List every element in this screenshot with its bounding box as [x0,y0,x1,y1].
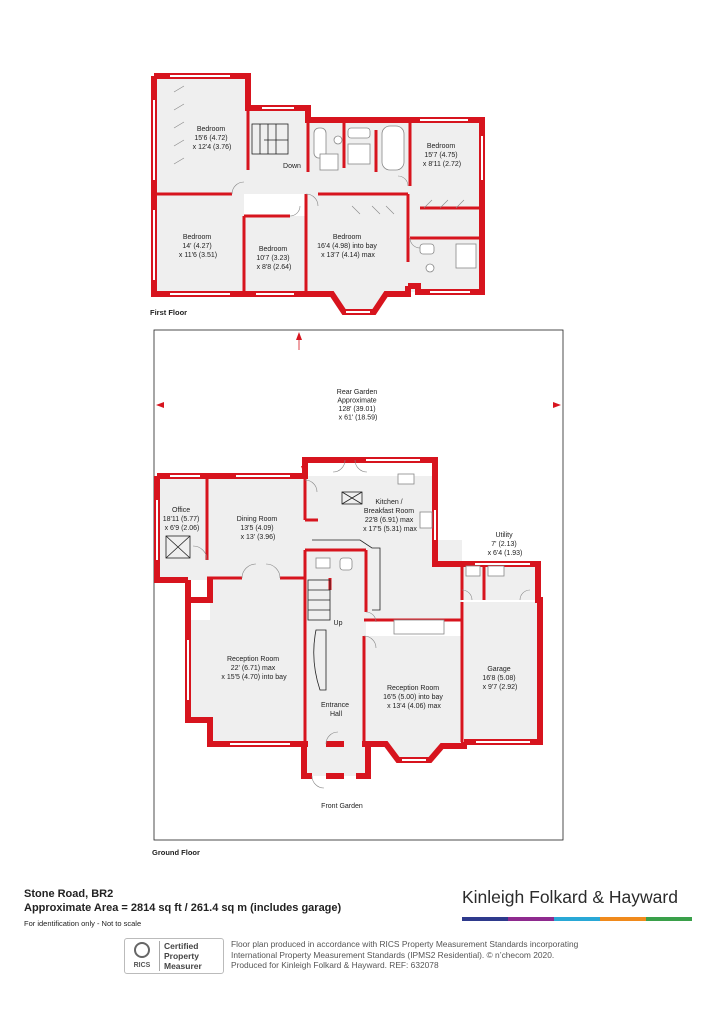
bedroom-5-dim-2: x 13'7 (4.14) max [321,252,375,259]
reception-2-name: Reception Room [387,685,439,692]
svg-text:Kitchen / Breakfast Room: Kitchen / Breakfast Room 22'8 (6.91) max… [363,499,417,533]
svg-text:Bedroom 16'4 (4.98) into: Bedroom 16'4 (4.98) into bay x 13'7 (4.1… [317,234,379,259]
ground-floor-label: Ground Floor [152,848,200,857]
agent-brand-name: Kinleigh Folkard & Hayward [462,887,678,907]
disclaimer-line-3: Produced for Kinleigh Folkard & Hayward.… [231,960,439,970]
svg-text:Office 18'11 (5.77): Office 18'11 (5.77) x 6'9 (2.06) [163,507,202,532]
hall-name: Entrance [321,702,349,709]
front-garden-label: Front Garden [321,803,363,810]
stairs-up-label: Up [334,620,343,627]
rics-badge-line-1: Certified [164,941,199,951]
reception-1-dim-1: 22' (6.71) max [231,665,276,672]
rics-seal-icon [134,942,150,958]
svg-text:Utility 7' (2.13): Utility 7' (2.13) x 6'4 (1.93) [488,532,523,557]
svg-text:Dining Room 13'5 (4.09): Dining Room 13'5 (4.09) x 13' (3.96) [237,516,279,541]
brand-bar-2 [508,917,554,921]
bedroom-3-dim-2: x 11'6 (3.51) [179,252,217,259]
brand-bar-5 [646,917,692,921]
reception-2-dim-1: 16'5 (5.00) into bay [383,694,443,701]
bedroom-2-dim-2: x 8'11 (2.72) [423,161,461,168]
reception-1-dim-2: x 15'5 (4.70) into bay [221,674,287,681]
rear-garden-dim-2: 128' (39.01) [338,406,375,413]
rics-badge: RICS Certified Property Measurer [124,938,224,974]
dining-name: Dining Room [237,516,278,523]
svg-text:Bedroom 15'6 (4.72): Bedroom 15'6 (4.72) x 12'4 (3.76) [193,126,232,151]
disclaimer-line-1: Floor plan produced in accordance with R… [231,939,579,949]
bedroom-5-name: Bedroom [333,234,362,241]
plot-boundary [153,329,564,841]
brand-bar-3 [554,917,600,921]
disclaimer-line-2: International Property Measurement Stand… [231,949,555,960]
office-name: Office [172,507,190,514]
dining-dim-2: x 13' (3.96) [241,534,276,541]
svg-text:Bedroom 10'7 (3.23): Bedroom 10'7 (3.23) x 8'8 (2.64) [256,246,291,271]
rics-badge-line-2: Property [164,951,199,961]
dining-dim-1: 13'5 (4.09) [240,525,273,532]
svg-text:Entrance Hall: Entrance Hall [321,702,351,718]
reception-2-dim-2: x 13'4 (4.06) max [387,703,441,710]
kitchen-name-2: Breakfast Room [364,508,414,515]
disclaimer: Floor plan produced in accordance with R… [231,939,611,971]
bedroom-2-name: Bedroom [427,143,456,150]
arrow-north [296,332,302,340]
svg-text:Bedroom 15'7 (4.75): Bedroom 15'7 (4.75) x 8'11 (2.72) [423,143,461,168]
rics-logo: RICS [125,942,159,970]
bedroom-2-dim-1: 15'7 (4.75) [424,152,457,159]
property-info: Stone Road, BR2 Approximate Area = 2814 … [24,887,341,928]
scale-note: For identification only - Not to scale [24,919,142,928]
bedroom-5-dim-1: 16'4 (4.98) into bay [317,243,377,250]
svg-text:Reception Room 22' (6.71: Reception Room 22' (6.71) max x 15'5 (4.… [221,656,287,681]
svg-text:Rear Garden Approximate: Rear Garden Approximate 128' (39.01) x 6… [337,389,379,422]
kitchen-dim-2: x 17'5 (5.31) max [363,526,417,533]
kitchen-name: Kitchen / [375,499,402,506]
bedroom-4-dim-1: 10'7 (3.23) [256,255,289,262]
rics-logo-text: RICS [133,962,151,969]
svg-text:Bedroom 14' (4.27): Bedroom 14' (4.27) x 11'6 (3.51) [179,234,217,259]
office-dim-2: x 6'9 (2.06) [165,525,200,532]
hall-name-2: Hall [330,711,343,718]
bedroom-3-name: Bedroom [183,234,212,241]
first-floor-plan: Bedroom 15'6 (4.72) x 12'4 (3.76) Bedroo… [150,73,485,317]
office-dim-1: 18'11 (5.77) [163,516,200,523]
bedroom-3-dim-1: 14' (4.27) [182,243,211,250]
rics-badge-line-3: Measurer [164,961,202,971]
utility-dim-2: x 6'4 (1.93) [488,550,523,557]
rear-garden-dim-1: Approximate [337,398,376,405]
brand-bar-4 [600,917,646,921]
utility-name: Utility [495,532,513,539]
rics-badge-text: Certified Property Measurer [159,941,202,971]
rear-garden-name: Rear Garden [337,389,378,396]
brand-bar-1 [462,917,508,921]
svg-text:Reception Room 16'5 (5.0: Reception Room 16'5 (5.00) into bay x 13… [383,685,445,710]
first-floor-label: First Floor [150,308,187,317]
garage-dim-2: x 9'7 (2.92) [483,684,518,691]
property-address: Stone Road, BR2 [24,888,114,900]
bedroom-4-dim-2: x 8'8 (2.64) [257,264,292,271]
bedroom-1-dim-2: x 12'4 (3.76) [193,144,232,151]
bedroom-1-dim-1: 15'6 (4.72) [194,135,227,142]
svg-text:Garage 16'8 (5.08): Garage 16'8 (5.08) x 9'7 (2.92) [482,666,517,691]
reception-1-name: Reception Room [227,656,279,663]
bedroom-4-name: Bedroom [259,246,288,253]
kitchen-dim-1: 22'8 (6.91) max [365,517,414,524]
rear-garden-dim-3: x 61' (18.59) [339,415,378,422]
approximate-area: Approximate Area = 2814 sq ft / 261.4 sq… [24,902,342,914]
utility-dim-1: 7' (2.13) [491,541,516,548]
garage-dim-1: 16'8 (5.08) [482,675,515,682]
garage-name: Garage [487,666,510,673]
arrow-east [553,402,561,408]
bedroom-1-name: Bedroom [197,126,226,133]
ground-floor-plan: Rear Garden Approximate 128' (39.01) x 6… [152,329,564,857]
arrow-west [156,402,164,408]
stairs-down-label: Down [283,163,301,170]
